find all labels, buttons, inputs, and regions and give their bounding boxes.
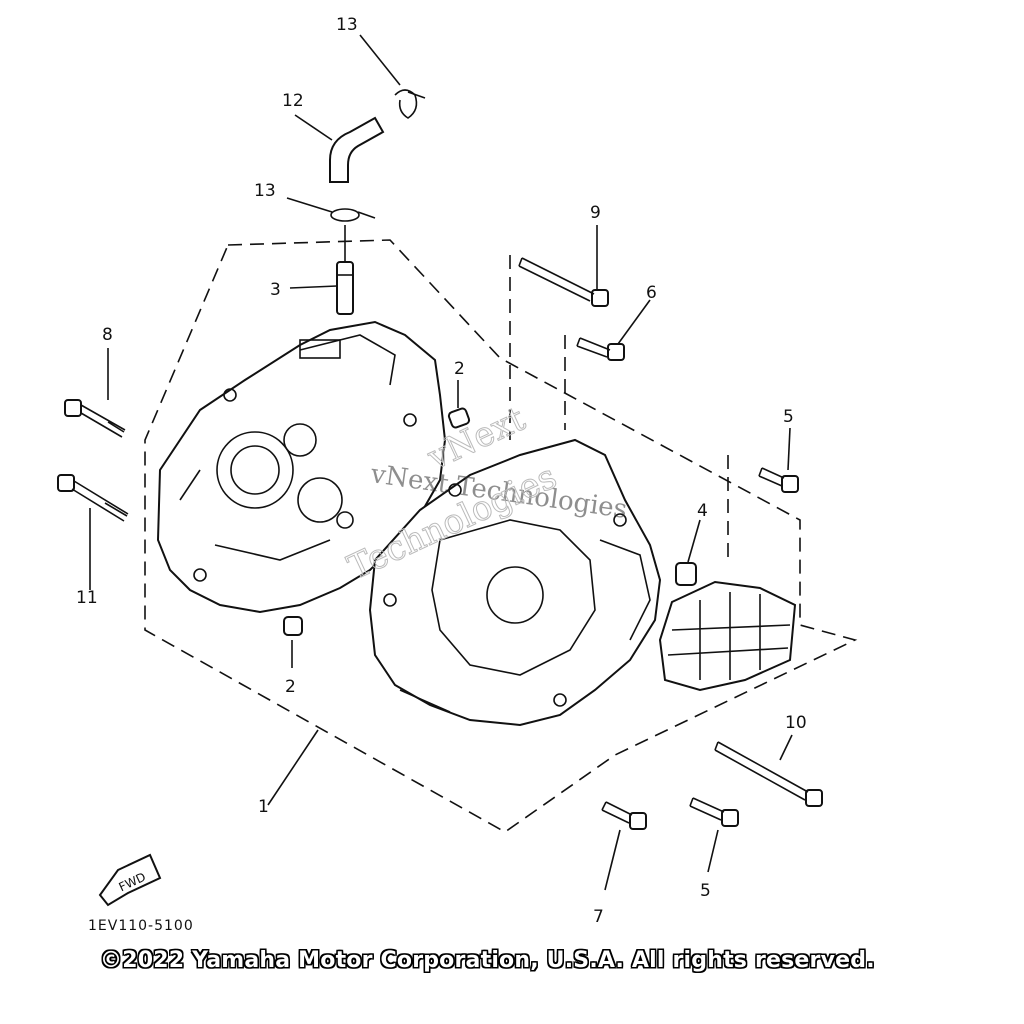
hose-clip-lower	[330, 208, 376, 222]
copyright-notice: ©2022 Yamaha Motor Corporation, U.S.A. A…	[100, 948, 875, 973]
callout-6: 6	[646, 283, 657, 303]
bolt-9	[518, 257, 609, 307]
callout-5-lower: 5	[700, 881, 711, 901]
fwd-arrow-icon: FWD	[98, 853, 162, 907]
callout-9: 9	[590, 203, 601, 223]
bolt-5-upper	[758, 467, 799, 493]
dowel-pin-lower	[283, 616, 303, 636]
bolt-10	[714, 741, 823, 807]
drawing-ref: 1EV110-5100	[88, 918, 194, 934]
callout-5-upper: 5	[783, 407, 794, 427]
right-crankcase	[368, 438, 662, 727]
bolt-5-lower	[689, 797, 739, 827]
callout-7: 7	[593, 907, 604, 927]
callout-13-lower: 13	[254, 181, 276, 201]
callout-10: 10	[785, 713, 807, 733]
callout-8: 8	[102, 325, 113, 345]
breather-hose	[329, 116, 385, 183]
callout-4: 4	[697, 501, 708, 521]
dowel-pin-4	[675, 562, 697, 586]
callout-2-lower: 2	[285, 677, 296, 697]
callout-labels: 13 12 13 3 8 11 2 2 9 6 5 4 10 7 5 1	[76, 15, 807, 927]
dowel-pin-upper	[447, 407, 471, 429]
hose-clip-upper	[394, 89, 426, 119]
callout-11: 11	[76, 588, 98, 608]
callout-2-upper: 2	[454, 359, 465, 379]
callout-13-top: 13	[336, 15, 358, 35]
bolt-6	[576, 337, 625, 361]
callout-3: 3	[270, 280, 281, 300]
bolt-8	[64, 399, 126, 438]
leader-lines	[89, 34, 793, 891]
left-crankcase	[156, 320, 447, 614]
bolt-11	[57, 474, 129, 522]
bolt-7	[601, 801, 647, 830]
callout-1: 1	[258, 797, 269, 817]
assembly-outline	[144, 239, 858, 833]
oil-strainer	[658, 580, 797, 692]
breather-fitting	[336, 261, 354, 315]
callout-12: 12	[282, 91, 304, 111]
